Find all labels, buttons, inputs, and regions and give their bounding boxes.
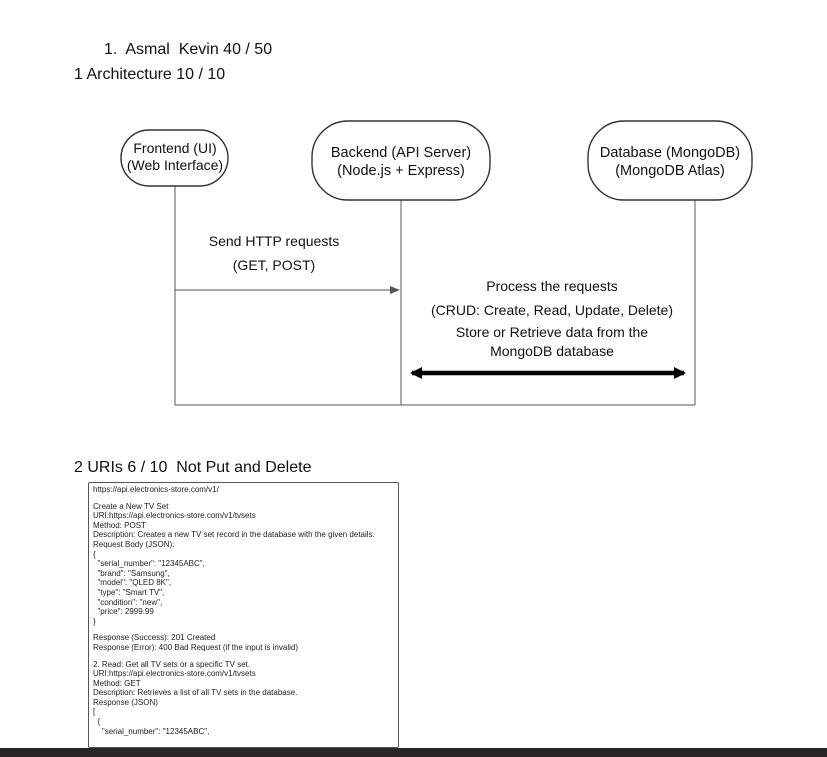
uri-doc-line: "brand": "Samsung",: [93, 568, 170, 578]
uri-doc-line: Method: POST: [93, 520, 146, 530]
message-2-line-3: Store or Retrieve data from the: [456, 324, 648, 340]
actor-frontend-line-2: (Web Interface): [127, 157, 223, 173]
uri-doc-line: https://api.electronics-store.com/v1/: [93, 485, 219, 494]
uri-doc-line: [93, 495, 394, 502]
actor-backend: Backend (API Server) (Node.js + Express): [311, 120, 491, 201]
uri-doc-line: }: [93, 616, 96, 626]
uri-doc-line: "condition": "new",: [93, 597, 163, 607]
uri-doc-line: {: [93, 717, 101, 727]
uri-doc-line: "serial_number": "12345ABC",: [93, 726, 210, 736]
message-2-line-2: (CRUD: Create, Read, Update, Delete): [431, 302, 673, 318]
uri-doc-line: 2. Read: Get all TV sets or a specific T…: [93, 659, 251, 669]
uri-documentation-box: https://api.electronics-store.com/v1/Cre…: [88, 482, 399, 748]
actor-database: Database (MongoDB) (MongoDB Atlas): [587, 120, 753, 201]
actor-frontend-line-1: Frontend (UI): [133, 140, 216, 156]
uri-doc-line: [93, 626, 394, 633]
actor-backend-line-2: (Node.js + Express): [337, 163, 465, 179]
bottom-bar: [0, 748, 827, 757]
uri-doc-line: URI:https://api.electronics-store.com/v1…: [93, 669, 256, 679]
message-1-line-2: (GET, POST): [233, 257, 315, 273]
uri-doc-line: Create a New TV Set: [93, 501, 169, 511]
uri-doc-line: Response (JSON): [93, 697, 158, 707]
uri-doc-line: Description: Creates a new TV set record…: [93, 530, 375, 540]
architecture-heading: 1 Architecture 10 / 10: [74, 66, 226, 83]
message-1-line-1: Send HTTP requests: [209, 233, 339, 249]
actor-frontend: Frontend (UI) (Web Interface): [120, 129, 229, 187]
student-score-line: 1. Asmal Kevin 40 / 50: [104, 41, 273, 58]
uri-doc-line: Request Body (JSON):: [93, 539, 175, 549]
uri-doc-line: [: [93, 707, 96, 717]
actor-database-line-2: (MongoDB Atlas): [615, 163, 725, 179]
uri-doc-line: URI:https://api.electronics-store.com/v1…: [93, 511, 256, 521]
uri-doc-line: Response (Success): 201 Created: [93, 633, 216, 643]
uri-doc-line: "serial_number": "12345ABC",: [93, 559, 205, 569]
architecture-diagram: Frontend (UI) (Web Interface) Backend (A…: [120, 120, 753, 406]
actor-backend-line-1: Backend (API Server): [331, 145, 471, 161]
uri-doc-line: "model": "QLED 8K",: [93, 578, 172, 588]
uri-doc-line: "type": "Smart TV",: [93, 587, 165, 597]
message-2-line-1: Process the requests: [486, 278, 618, 294]
uri-doc-line: Description: Retrieves a list of all TV …: [93, 688, 298, 698]
uri-doc-line: Method: GET: [93, 678, 141, 688]
uris-heading: 2 URIs 6 / 10 Not Put and Delete: [74, 459, 312, 476]
uri-doc-line: Response (Error): 400 Bad Request (if th…: [93, 642, 298, 652]
uri-doc-line: "price": 2999.99: [93, 607, 154, 617]
uri-doc-line: [93, 653, 394, 660]
actor-database-line-1: Database (MongoDB): [600, 145, 740, 161]
message-2-line-4: MongoDB database: [490, 343, 614, 359]
uri-doc-line: {: [93, 549, 96, 559]
